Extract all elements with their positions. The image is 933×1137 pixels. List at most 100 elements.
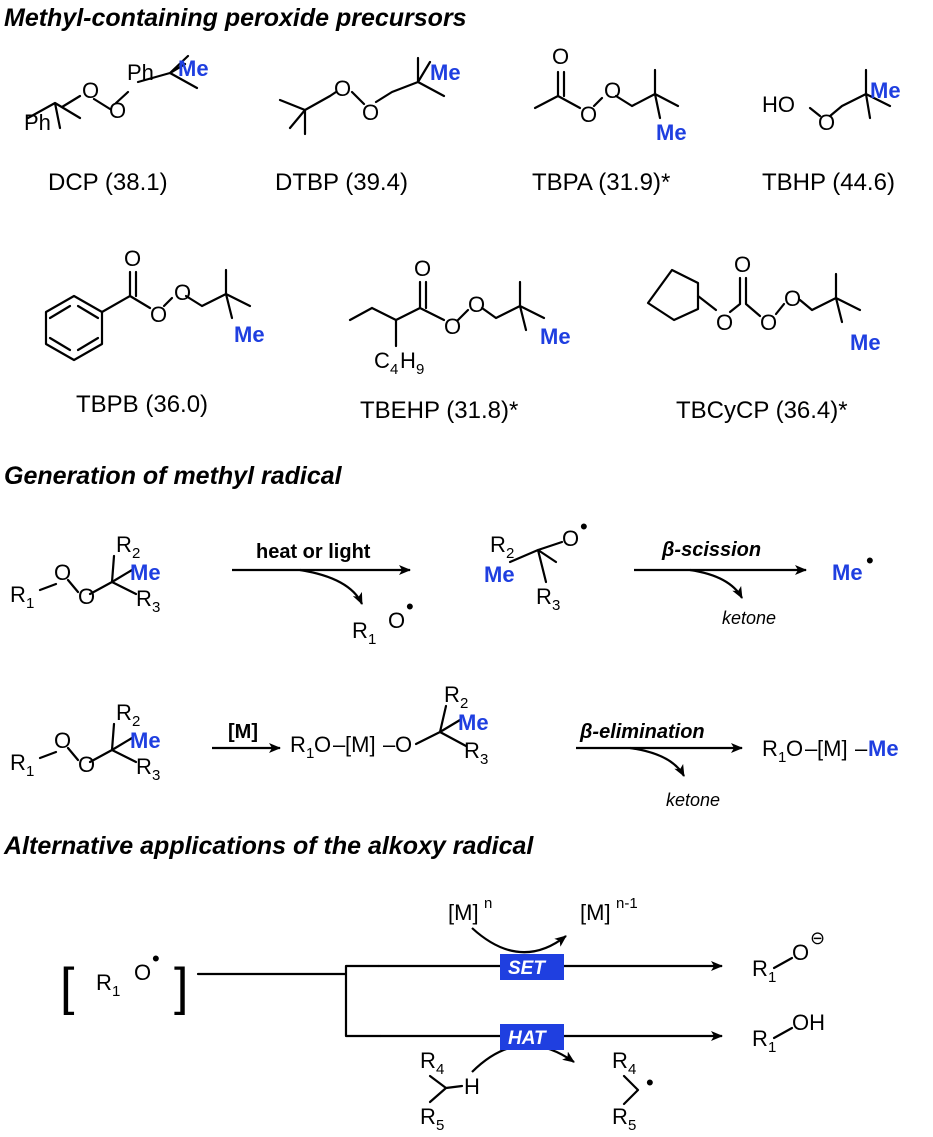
atom-label: Me (234, 322, 265, 347)
atom-label: HO (762, 92, 795, 117)
atom-label: OH (792, 1010, 825, 1035)
atom-label: O (395, 732, 412, 757)
peroxide-r1-a: R 1 O O R 2 Me R 3 (10, 532, 161, 616)
atom-label: 5 (628, 1117, 636, 1134)
atom-label: R (464, 738, 480, 763)
atom-label: – (805, 736, 818, 761)
atom-label: [M] (345, 732, 376, 757)
atom-label: R (612, 1104, 628, 1129)
atom-label: 3 (152, 767, 160, 784)
atom-label: 2 (132, 545, 140, 562)
label-tbpb: TBPB (36.0) (76, 391, 208, 418)
atom-label: ⊖ (810, 928, 825, 948)
atom-label: 1 (26, 763, 34, 780)
atom-label: • (580, 514, 588, 539)
label-tbcycp: TBCyCP (36.4)* (676, 397, 848, 424)
atom-label: 1 (112, 983, 120, 1000)
condition-metal: [M] (228, 721, 258, 743)
atom-label: O (109, 98, 126, 123)
structure-dtbp: O O Me DTBP (39.4) (275, 56, 461, 196)
atom-label: • (646, 1070, 654, 1095)
atom-label: 4 (628, 1061, 636, 1078)
atom-label: n-1 (616, 895, 638, 912)
curved-arrow-metal-oxidation (471, 927, 567, 954)
tertiary-alkoxy-radical: R 2 Me R 3 O • (484, 514, 588, 614)
set-label: SET (508, 958, 546, 979)
atom-label: [M] (817, 736, 848, 761)
atom-label: n (484, 895, 492, 912)
atom-label: 2 (506, 545, 514, 562)
curved-arrow-ketone-b (629, 746, 685, 777)
atom-label: O (54, 560, 71, 585)
bracketed-alkoxy-radical: [ ] R 1 O • (60, 946, 188, 1016)
label-dtbp: DTBP (39.4) (275, 169, 408, 196)
label-tbehp: TBEHP (31.8)* (360, 397, 518, 424)
atom-label: Me (832, 560, 863, 585)
atom-label: R (762, 736, 778, 761)
atom-label: R (612, 1048, 628, 1073)
atom-label: R (420, 1048, 436, 1073)
atom-label: 9 (416, 361, 424, 378)
alkoxy-radical-byproduct: R 1 O • (352, 594, 414, 648)
atom-label: O (124, 246, 141, 271)
atom-label: Me (178, 56, 209, 81)
alkoxide-anion-product: R 1 O ⊖ (752, 928, 825, 986)
atom-label: Me (656, 120, 687, 145)
atom-label: 3 (152, 599, 160, 616)
structure-tbpb: O O O Me TBPB (36.0) (44, 246, 265, 418)
atom-label: O (78, 584, 95, 609)
peroxide-r1-b: R 1 O O R 2 Me R 3 (10, 700, 161, 784)
atom-label: R (116, 532, 132, 557)
section-title-precursors: Methyl-containing peroxide precursors (4, 4, 467, 32)
label-tbhp: TBHP (44.6) (762, 169, 895, 196)
atom-label: Me (868, 736, 899, 761)
atom-label: Me (850, 330, 881, 355)
atom-label: O (468, 292, 485, 317)
atom-label: [M] (580, 900, 611, 925)
label-dcp: DCP (38.1) (48, 169, 168, 196)
structure-tbehp: O O O C 4 H 9 Me TBEHP (31.8)* (348, 256, 571, 424)
atom-label: 3 (480, 751, 488, 768)
structure-tbcycp: O O O O Me TBCyCP (36.4)* (646, 252, 881, 424)
atom-label: O (792, 940, 809, 965)
atom-label: R (116, 700, 132, 725)
atom-label: O (784, 286, 801, 311)
atom-label: ] (174, 958, 188, 1016)
atom-label: – (333, 732, 346, 757)
condition-beta-scission: β-scission (661, 539, 761, 561)
atom-label: O (134, 960, 151, 985)
set-box (500, 954, 564, 980)
branch-lines (196, 964, 382, 1038)
atom-label: R (490, 532, 506, 557)
atom-label: 1 (306, 745, 314, 762)
hat-box (500, 1024, 564, 1050)
atom-label: O (562, 526, 579, 551)
atom-label: 1 (768, 1039, 776, 1056)
atom-label: 1 (768, 969, 776, 986)
atom-label: O (552, 44, 569, 69)
atom-label: O (334, 76, 351, 101)
atom-label: Ph (24, 110, 51, 135)
atom-label: R (10, 750, 26, 775)
atom-label: O (786, 736, 803, 761)
atom-label: Me (130, 560, 161, 585)
atom-label: O (818, 110, 835, 135)
atom-label: R (352, 618, 368, 643)
atom-label: H (400, 348, 416, 373)
atom-label: O (150, 302, 167, 327)
atom-label: Me (870, 78, 901, 103)
atom-label: O (716, 310, 733, 335)
atom-label: R (10, 582, 26, 607)
label-tbpa: TBPA (31.9)* (532, 169, 670, 196)
atom-label: [M] (448, 900, 479, 925)
methyl-metal-product: R 1 O – [M] – Me (762, 736, 899, 766)
atom-label: R (290, 732, 306, 757)
atom-label: Me (540, 324, 571, 349)
atom-label: O (174, 280, 191, 305)
atom-label: R (752, 956, 768, 981)
atom-label: 2 (132, 713, 140, 730)
atom-label: 1 (778, 749, 786, 766)
alcohol-product: R 1 OH (752, 1010, 825, 1056)
atom-label: 4 (436, 1061, 444, 1078)
atom-label: O (580, 102, 597, 127)
